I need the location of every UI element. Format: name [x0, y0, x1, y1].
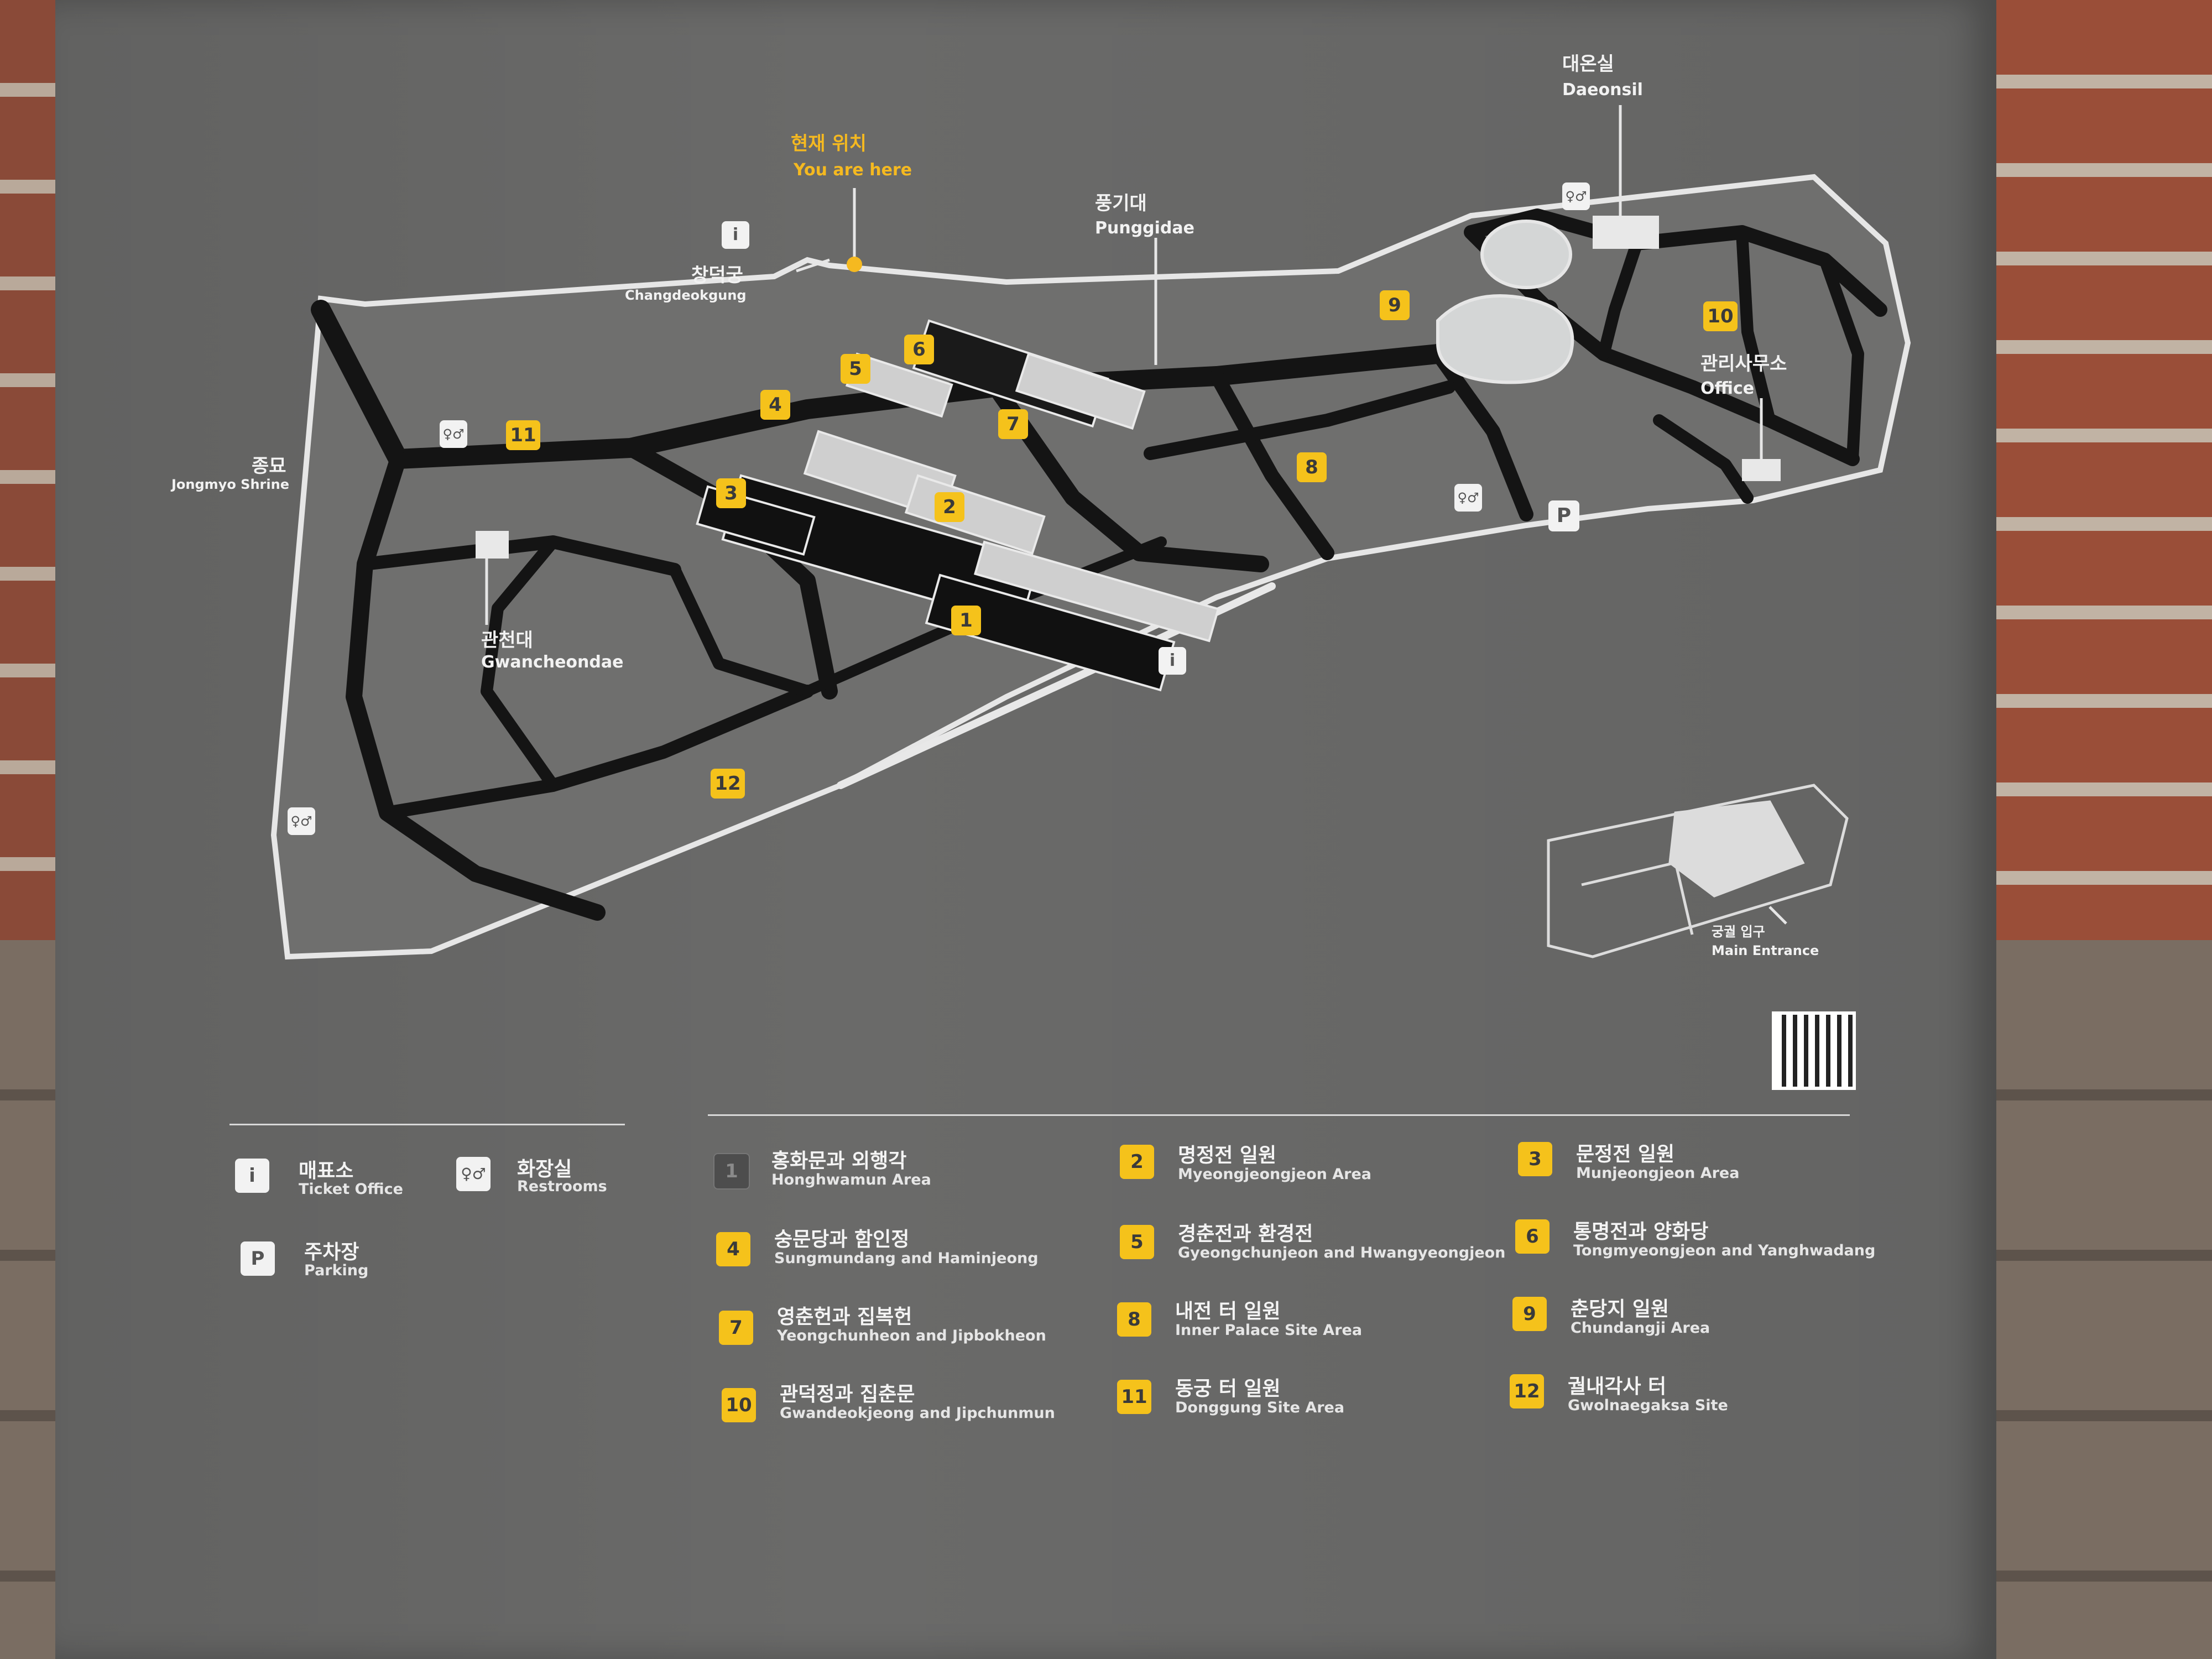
area-badge-12: 12	[711, 769, 745, 799]
area-icon-3: 3	[1518, 1142, 1552, 1176]
area-badge-6: 6	[904, 335, 934, 364]
legend-area-2-kr: 명정전 일원	[1178, 1144, 1277, 1167]
legend-area-7-kr: 영춘헌과 집복헌	[777, 1306, 912, 1328]
legend-area-6-en: Tongmyeongjeon and Yanghwadang	[1573, 1242, 1876, 1259]
gwancheondae-icon	[476, 531, 509, 559]
legend-area-6-kr: 통명전과 양화당	[1573, 1220, 1709, 1243]
leader-lines	[485, 105, 1763, 625]
legend-divider-facilities	[229, 1124, 625, 1125]
legend-area-9-kr: 춘당지 일원	[1571, 1298, 1670, 1321]
legend-area-10-en: Gwandeokjeong and Jipchunmun	[780, 1405, 1055, 1422]
legend-parking-en: Parking	[304, 1262, 369, 1279]
area-icon-6: 6	[1515, 1219, 1550, 1254]
chundangji-pond	[1436, 220, 1574, 384]
restroom-icon: ♀♂	[1454, 484, 1482, 512]
area-badge-2: 2	[935, 492, 964, 522]
gwancheondae-label-kr: 관천대	[481, 629, 533, 651]
restroom-icon: ♀♂	[456, 1157, 491, 1191]
area-badge-3: 3	[716, 478, 746, 508]
legend-area-2-en: Myeongjeongjeon Area	[1178, 1166, 1372, 1183]
legend-area-5-kr: 경춘전과 환경전	[1178, 1223, 1313, 1245]
you-are-here-marker	[847, 257, 862, 272]
map-sign-panel: 현재 위치 You are here 창덕궁 Changdeokgung 풍기대…	[55, 0, 1996, 1659]
area-badge-7: 7	[998, 409, 1028, 439]
legend-area-9-en: Chundangji Area	[1571, 1319, 1710, 1337]
area-icon-11: 11	[1117, 1380, 1151, 1414]
area-badge-8: 8	[1297, 452, 1327, 482]
main-entrance-arrow	[1768, 906, 1787, 925]
qr-code[interactable]	[1772, 1011, 1856, 1090]
area-badge-9: 9	[1380, 290, 1410, 320]
legend-area-11-en: Donggung Site Area	[1175, 1399, 1345, 1416]
gwancheondae-label-en: Gwancheondae	[481, 653, 624, 672]
area-icon-10: 10	[722, 1388, 756, 1422]
area-badge-11: 11	[506, 420, 540, 450]
jongmyo-label-kr: 종묘	[252, 455, 286, 477]
legend-ticket-office-en: Ticket Office	[299, 1181, 403, 1198]
area-icon-5: 5	[1120, 1225, 1154, 1259]
daeonsil-label-en: Daeonsil	[1562, 80, 1643, 100]
legend-area-4-kr: 숭문당과 함인정	[774, 1228, 910, 1251]
changdeokgung-label-kr: 창덕궁	[691, 264, 743, 286]
legend-area-11-kr: 동궁 터 일원	[1175, 1378, 1281, 1400]
jongmyo-label-en: Jongmyo Shrine	[171, 477, 289, 492]
legend-divider-areas	[708, 1114, 1850, 1116]
area-badge-10: 10	[1703, 301, 1738, 331]
legend-area-8-kr: 내전 터 일원	[1175, 1300, 1281, 1323]
you-are-here-label-kr: 현재 위치	[791, 133, 867, 155]
area-icon-7: 7	[719, 1311, 753, 1345]
legend-area-1-en: Honghwamun Area	[771, 1171, 931, 1188]
legend-restrooms-en: Restrooms	[517, 1178, 607, 1195]
legend-area-8-en: Inner Palace Site Area	[1175, 1322, 1363, 1339]
legend-parking-kr: 주차장	[304, 1241, 359, 1264]
legend-restrooms-kr: 화장실	[517, 1158, 572, 1181]
punggidae-label-en: Punggidae	[1095, 218, 1194, 238]
parking-icon: P	[241, 1241, 275, 1276]
you-are-here-label-en: You are here	[794, 160, 912, 180]
legend-area-3-kr: 문정전 일원	[1576, 1143, 1675, 1166]
area-icon-1: 1	[713, 1153, 750, 1190]
area-badge-1: 1	[951, 606, 981, 635]
restroom-icon: ♀♂	[440, 420, 467, 448]
legend-area-5-en: Gyeongchunjeon and Hwangyeongjeon	[1178, 1244, 1506, 1261]
mini-map	[1547, 784, 1849, 958]
area-icon-4: 4	[716, 1232, 750, 1266]
legend-area-3-en: Munjeongjeon Area	[1576, 1165, 1740, 1182]
restroom-icon: ♀♂	[288, 807, 315, 835]
restroom-icon: ♀♂	[1562, 182, 1590, 210]
legend-ticket-office-kr: 매표소	[299, 1160, 354, 1182]
parking-icon: P	[1548, 500, 1579, 531]
office-label-en: Office	[1700, 379, 1755, 398]
area-icon-8: 8	[1117, 1302, 1151, 1337]
legend-area-4-en: Sungmundang and Haminjeong	[774, 1250, 1039, 1267]
daeonsil-label-kr: 대온실	[1562, 53, 1614, 75]
area-icon-12: 12	[1510, 1374, 1544, 1408]
legend-area-10-kr: 관덕정과 집춘문	[780, 1383, 915, 1406]
area-badge-5: 5	[841, 354, 870, 384]
ticket-office-icon: i	[235, 1159, 269, 1193]
ticket-office-icon: i	[1159, 647, 1186, 675]
ticket-office-icon: i	[722, 221, 749, 249]
legend-area-7-en: Yeongchunheon and Jipbokheon	[777, 1327, 1046, 1344]
punggidae-label-kr: 풍기대	[1095, 192, 1147, 215]
main-entrance-label-en: Main Entrance	[1712, 943, 1819, 958]
changdeokgung-label-en: Changdeokgung	[625, 288, 747, 303]
office-building	[1742, 459, 1781, 481]
area-icon-2: 2	[1120, 1145, 1154, 1179]
area-icon-9: 9	[1512, 1297, 1547, 1331]
legend-area-12-en: Gwolnaegaksa Site	[1568, 1397, 1728, 1414]
office-label-kr: 관리사무소	[1700, 353, 1787, 375]
main-entrance-label-kr: 궁궐 입구	[1712, 924, 1765, 940]
daeonsil-building	[1593, 216, 1659, 249]
legend-area-1-kr: 홍화문과 외행각	[771, 1150, 907, 1172]
area-badge-4: 4	[760, 390, 790, 420]
legend-area-12-kr: 궐내각사 터	[1568, 1375, 1667, 1398]
